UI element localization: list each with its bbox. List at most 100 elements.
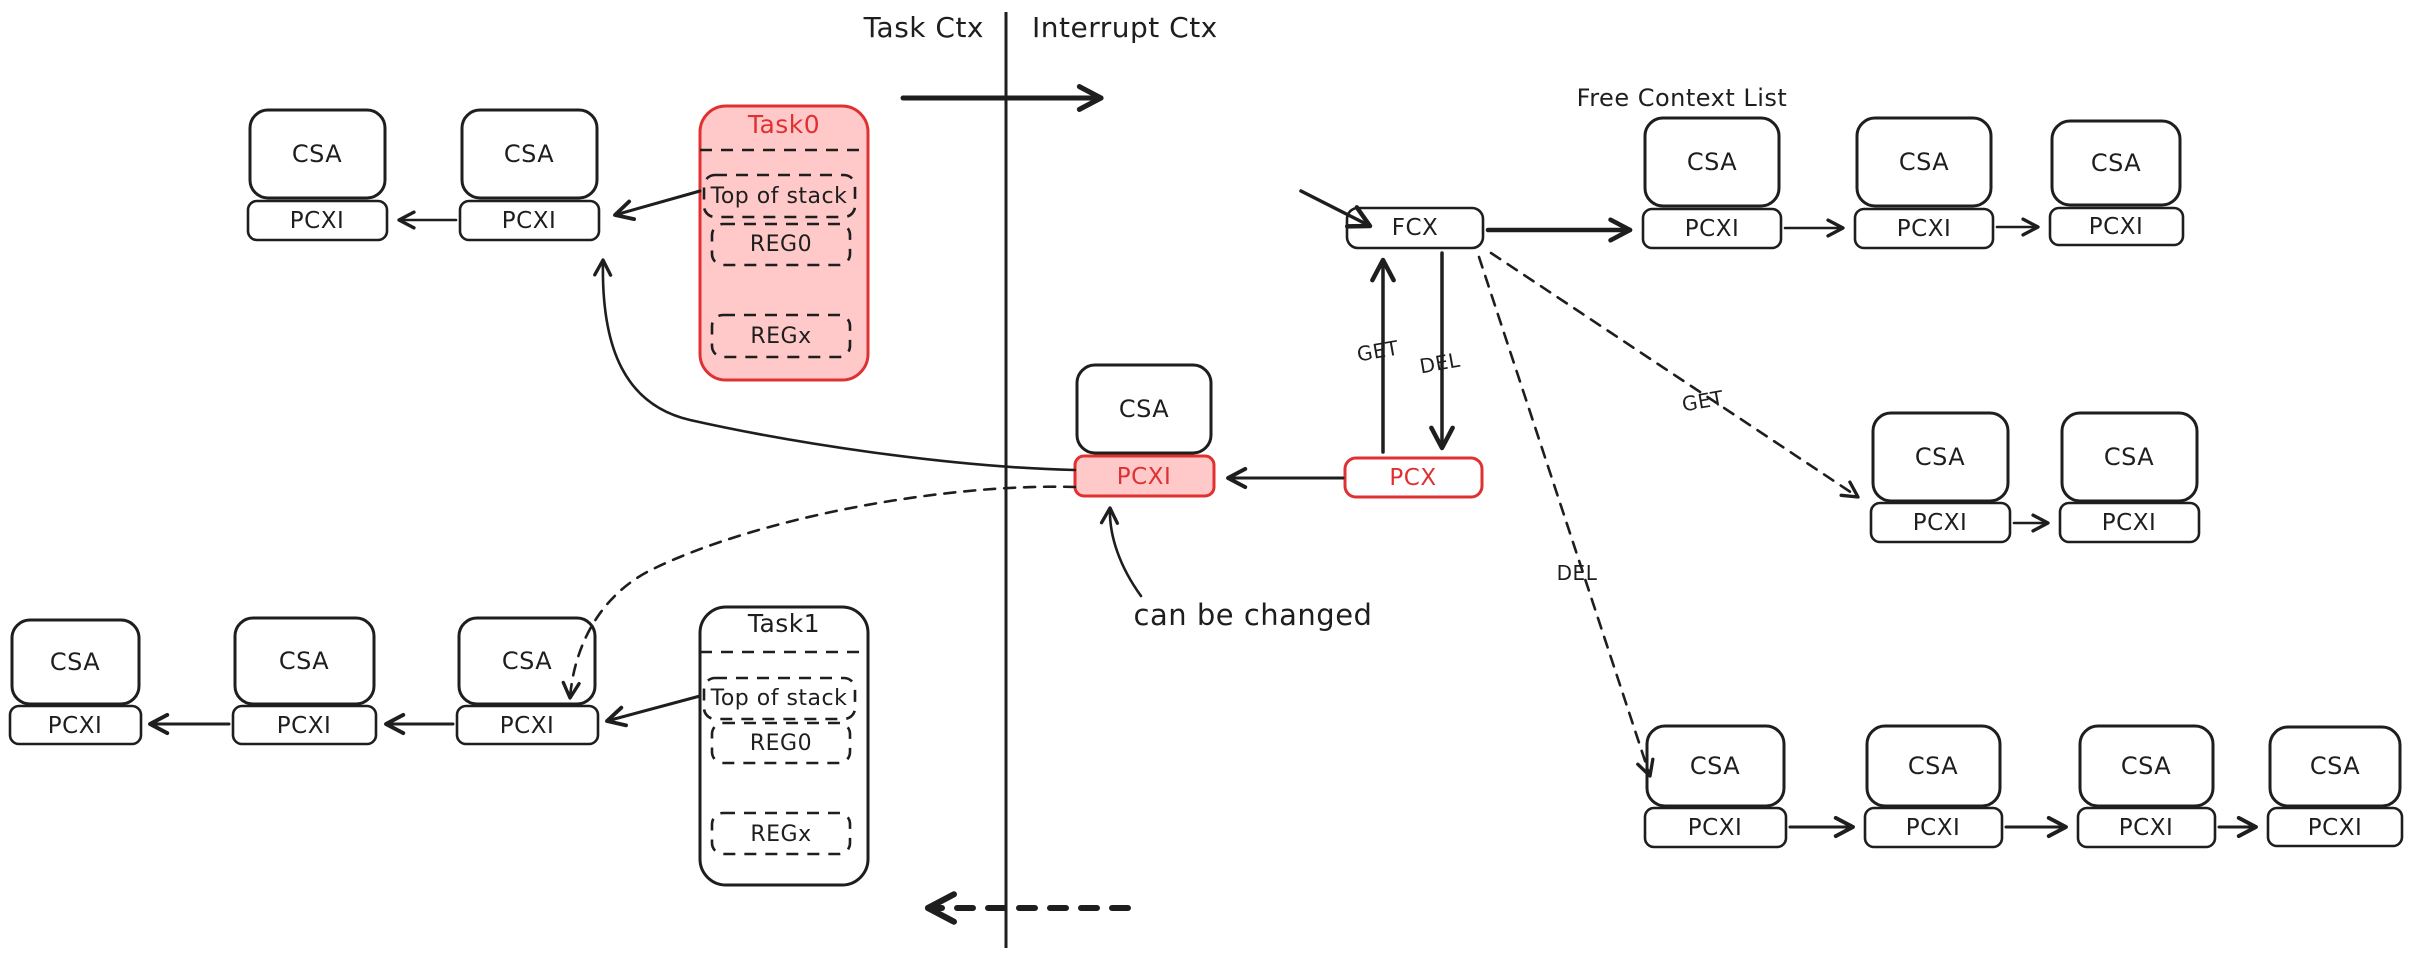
csa-box [457,616,597,706]
pcx-register: PCX [1343,456,1484,499]
csa-pcxi-node: CSA PCXI [2266,725,2404,848]
csa-label: CSA [1915,443,1965,471]
csa-box [248,108,387,200]
fcx-register: FCX [1299,189,1485,250]
csa-label: CSA [504,140,554,168]
del-dashed-arrow [1477,255,1655,778]
csa-label: CSA [2104,443,2154,471]
pcxi-label: PCXI [277,713,331,739]
task1-to-pcxi-arrow [605,694,702,728]
csa-box [2060,411,2199,503]
can-be-changed-arrow [1099,506,1143,598]
task0-to-pcxi-arrow [613,189,702,222]
pcxi-box [8,704,143,746]
pcxi-label: PCXI [2308,815,2362,841]
pcxi-label: PCXI [48,713,102,739]
csa-box [1865,724,2002,808]
csa-box [1643,116,1781,208]
csa-box [2078,724,2215,808]
del-result-chain: CSA PCXI CSA PCXI CSA PCXI CSA PCXI DEL [1477,255,2404,849]
free-context-list: Free Context List CSA PCXI CSA PCXI CSA … [1485,84,2185,250]
pcx-label: PCX [1389,465,1436,491]
pcxi-label: PCXI [1688,815,1742,841]
csa-label: CSA [2121,752,2171,780]
pcxi-box [2266,806,2404,848]
csa-pcxi-node: CSA PCXI [455,616,600,746]
csa-box [2268,725,2402,808]
csa-pcxi-node: CSA PCXI [1853,116,1995,250]
pcxi-box [458,199,601,242]
pcxi-box [231,704,378,746]
csa-label: CSA [2091,149,2141,177]
csa-label: CSA [1687,148,1737,176]
pcxi-box [1869,501,2012,544]
csa-label: CSA [1119,395,1169,423]
task1-box [698,605,870,887]
pcxi-box [1863,806,2004,849]
csa-pcxi-node: CSA PCXI [1869,411,2012,544]
task0-reg0-label: REG0 [750,232,812,257]
get-dashed-arrow [1489,251,1860,499]
pcxi-label: PCXI [500,713,554,739]
csa-pcxi-node: CSA PCXI [246,108,389,242]
task1-saved-chain: CSA PCXI CSA PCXI CSA PCXI [8,616,702,746]
task-ctx-label: Task Ctx [863,11,984,44]
pcxi-box [2048,206,2185,247]
csa-box [1855,116,1993,208]
csa-pcxi-node: CSA PCXI [2058,411,2201,544]
csa-box [1871,411,2010,503]
can-be-changed-label: can be changed [1134,598,1373,632]
pcxi-label: PCXI [1117,464,1171,490]
pcxi-box [1853,207,1995,250]
csa-label: CSA [50,648,100,676]
task1-top-of-stack-label: Top of stack [710,686,848,711]
del-op-label: DEL [1418,348,1463,379]
pcxi-box [455,704,600,746]
free-context-list-label: Free Context List [1577,84,1788,112]
csa-box [10,618,141,706]
pcxi-box [1643,806,1788,849]
csa-pcxi-node: CSA PCXI [1641,116,1783,250]
fcx-label: FCX [1392,215,1439,241]
get-op-label: GET [1355,336,1401,367]
pcxi-label: PCXI [290,208,344,234]
pcxi-label: PCXI [1685,216,1739,242]
csa-box [1075,363,1213,455]
task1-title: Task1 [747,609,820,638]
pcxi-box [2058,501,2201,544]
interrupt-active-context: CSA PCXI can be changed [1073,363,1373,632]
task1-reg0-label: REG0 [750,731,812,756]
pcx-box [1343,456,1484,499]
csa-label: CSA [1908,752,1958,780]
csa-box [2050,119,2182,207]
pcxi-label: PCXI [1913,510,1967,536]
del-dashed-label: DEL [1557,561,1598,585]
pcxi-label: PCXI [2089,214,2143,240]
task0-title: Task0 [747,110,820,139]
task0-saved-chain: CSA PCXI CSA PCXI [246,108,702,242]
csa-pcxi-node: CSA PCXI [1863,724,2004,849]
csa-pcxi-node: CSA PCXI [8,618,143,746]
csa-box [233,616,376,706]
csa-label: CSA [502,647,552,675]
fcx-entry-arrow [1299,189,1373,229]
task0-top-of-stack-label: Top of stack [710,184,848,209]
task0-regx-label: REGx [750,324,811,349]
csa-label: CSA [1690,752,1740,780]
pcxi-highlighted-box [1073,454,1216,498]
task1-top-of-stack-box [702,676,857,721]
csa-label: CSA [2310,752,2360,780]
pcxi-box [1641,207,1783,250]
csa-pcxi-node: CSA PCXI [458,108,601,242]
pcxi-box [246,199,389,242]
pcxi-to-task0-chain-curve [593,258,1077,472]
interrupt-ctx-label: Interrupt Ctx [1032,11,1218,44]
csa-label: CSA [279,647,329,675]
csa-pcxi-node: CSA PCXI [2076,724,2217,849]
pcxi-label: PCXI [2102,510,2156,536]
csa-box [460,108,599,200]
task0-block: Task0 Top of stack REG0 REGx [698,104,870,382]
csa-pcxi-node: CSA PCXI [231,616,378,746]
